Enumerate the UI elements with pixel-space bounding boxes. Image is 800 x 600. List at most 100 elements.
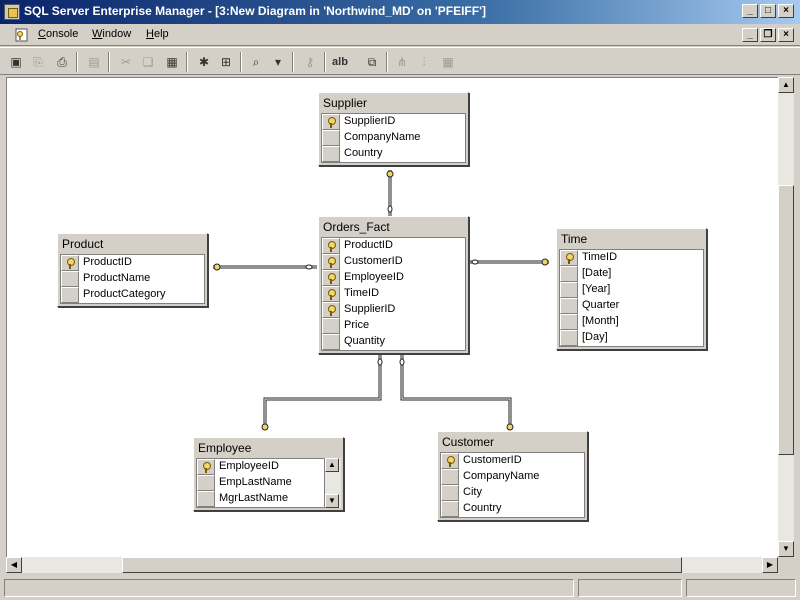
row-selector[interactable] [441,485,459,501]
vertical-scroll-thumb[interactable] [778,185,794,455]
table-employee[interactable]: Employee EmployeeID EmpLastName MgrLastN… [193,437,344,511]
menu-console[interactable]: Console [38,28,79,40]
column-row[interactable]: Quarter [560,298,703,314]
row-selector[interactable] [560,330,578,346]
row-selector[interactable] [441,501,459,517]
vertical-scrollbar[interactable]: ▲ ▼ [778,77,794,557]
save-button[interactable]: ▣ [6,52,26,72]
minimize-button[interactable]: _ [742,4,758,18]
properties-button[interactable]: ⎘ [28,52,48,72]
set-primary-key-button[interactable]: ⚷ [300,52,320,72]
row-selector[interactable] [322,146,340,162]
scroll-down-button[interactable]: ▼ [778,541,794,557]
column-row[interactable]: Country [441,501,584,517]
row-selector[interactable] [441,469,459,485]
column-row[interactable]: Price [322,318,465,334]
row-selector[interactable] [197,491,215,507]
print-button[interactable]: ⎙ [52,52,72,72]
document-window-icon[interactable] [14,27,30,43]
cut-button[interactable]: ✂ [116,52,136,72]
save-change-script-button[interactable]: ▤ [84,52,104,72]
table-scrollbar[interactable]: ▲ ▼ [325,458,341,508]
column-row[interactable]: [Month] [560,314,703,330]
row-selector[interactable] [322,254,340,270]
column-row[interactable]: CompanyName [322,130,465,146]
menu-window[interactable]: Window [92,28,132,40]
add-table-button[interactable]: ⊞ [216,52,236,72]
table-title[interactable]: Time [561,232,588,246]
copy-button[interactable]: ❏ [138,52,158,72]
enterprise-manager-app-icon[interactable] [4,4,20,20]
column-row[interactable]: Quantity [322,334,465,350]
grid-button[interactable]: ▦ [438,52,458,72]
table-title[interactable]: Orders_Fact [323,220,390,234]
close-button[interactable]: × [778,4,794,18]
column-row[interactable]: SupplierID [322,302,465,318]
row-selector[interactable] [197,459,215,475]
column-row[interactable]: [Year] [560,282,703,298]
scroll-left-button[interactable]: ◀ [6,557,22,573]
column-row[interactable]: City [441,485,584,501]
layout-button[interactable]: ▾ [268,52,288,72]
row-selector[interactable] [560,250,578,266]
column-row[interactable]: CustomerID [441,453,584,469]
table-orders-fact[interactable]: Orders_Fact ProductID CustomerID Employe… [318,216,469,354]
column-row[interactable]: ProductID [61,255,204,271]
child-restore-button[interactable]: ❐ [760,28,776,42]
horizontal-scrollbar[interactable]: ◀ ▶ [6,557,778,573]
table-title[interactable]: Supplier [323,96,368,110]
row-selector[interactable] [560,282,578,298]
row-selector[interactable] [322,334,340,350]
table-product[interactable]: Product ProductID ProductName ProductCat… [57,233,208,307]
show-relationship-labels-button[interactable]: ⧉ [362,52,382,72]
row-selector[interactable] [322,318,340,334]
column-row[interactable]: CompanyName [441,469,584,485]
new-table-button[interactable]: ✱ [194,52,214,72]
column-row[interactable]: ProductName [61,271,204,287]
menu-help[interactable]: Help [146,28,169,40]
row-selector[interactable] [322,302,340,318]
table-scroll-up-button[interactable]: ▲ [325,458,339,472]
horizontal-scroll-thumb[interactable] [122,557,682,573]
row-selector[interactable] [322,286,340,302]
column-row[interactable]: ProductID [322,238,465,254]
column-row[interactable]: [Day] [560,330,703,346]
column-row[interactable]: Country [322,146,465,162]
child-minimize-button[interactable]: _ [742,28,758,42]
row-selector[interactable] [61,287,79,303]
row-selector[interactable] [322,114,340,130]
row-selector[interactable] [560,314,578,330]
table-supplier[interactable]: Supplier SupplierID CompanyName Country [318,92,469,166]
table-title[interactable]: Employee [198,441,252,455]
column-row[interactable]: TimeID [322,286,465,302]
row-selector[interactable] [560,298,578,314]
column-row[interactable]: EmployeeID [322,270,465,286]
column-row[interactable]: EmployeeID [197,459,324,475]
column-row[interactable]: MgrLastName [197,491,324,507]
table-view-button[interactable]: ⫶ [414,52,434,72]
table-time[interactable]: Time TimeID [Date] [Year] Quarter [Month… [556,228,707,350]
row-selector[interactable] [560,266,578,282]
table-customer[interactable]: Customer CustomerID CompanyName City Cou… [437,431,588,521]
column-row[interactable]: TimeID [560,250,703,266]
row-selector[interactable] [322,270,340,286]
arrange-tables-button[interactable]: ⋔ [392,52,412,72]
column-row[interactable]: EmpLastName [197,475,324,491]
row-selector[interactable] [441,453,459,469]
row-selector[interactable] [322,130,340,146]
column-row[interactable]: ProductCategory [61,287,204,303]
column-row[interactable]: SupplierID [322,114,465,130]
column-row[interactable]: [Date] [560,266,703,282]
scroll-up-button[interactable]: ▲ [778,77,794,93]
new-text-annotation-button[interactable]: alb [330,52,350,72]
row-selector[interactable] [61,271,79,287]
table-title[interactable]: Customer [442,435,495,449]
child-close-button[interactable]: × [778,28,794,42]
column-row[interactable]: CustomerID [322,254,465,270]
table-scroll-down-button[interactable]: ▼ [325,494,339,508]
scroll-right-button[interactable]: ▶ [762,557,778,573]
diagram-canvas[interactable]: Supplier SupplierID CompanyName Country … [6,77,778,557]
maximize-button[interactable]: □ [760,4,776,18]
row-selector[interactable] [197,475,215,491]
zoom-button[interactable]: ⌕ [246,52,266,72]
